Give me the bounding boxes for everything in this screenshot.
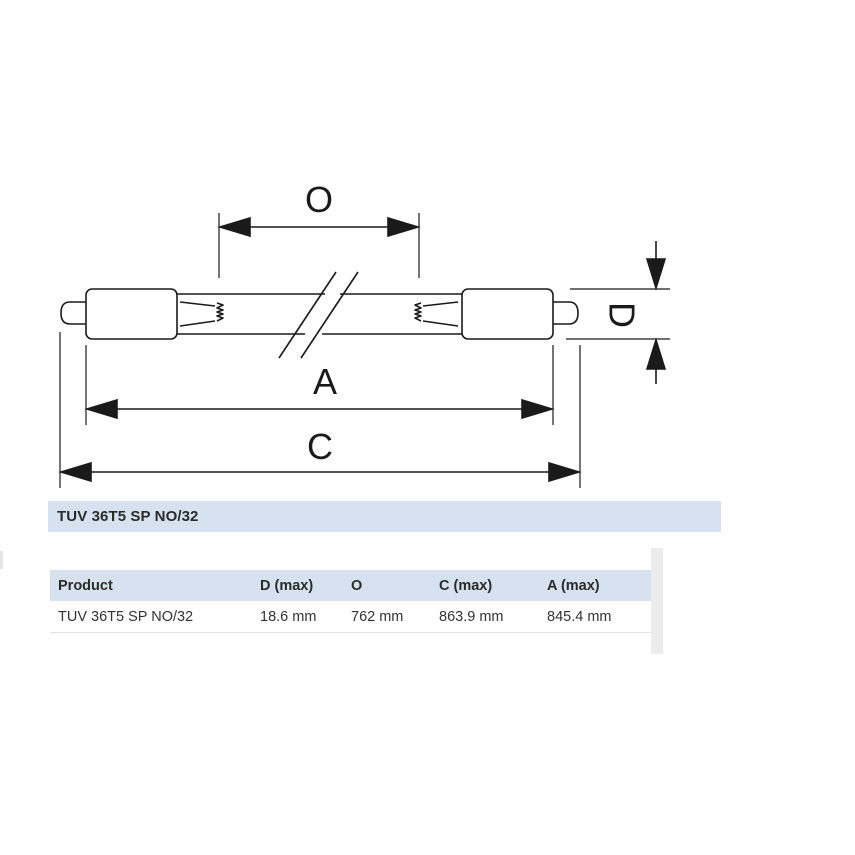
cell-d-max: 18.6 mm: [252, 601, 343, 633]
break-line-1: [278, 271, 337, 359]
section-title: TUV 36T5 SP NO/32: [57, 508, 199, 525]
col-header-product: Product: [58, 577, 113, 594]
break-line-2: [300, 271, 359, 359]
arrow-a-right: [521, 398, 555, 420]
arrow-a-left: [84, 398, 118, 420]
arrow-c-left: [58, 461, 92, 483]
dimensions-table: Product D (max) O C (max) A (max) TUV 36…: [50, 570, 651, 633]
left-pin: [60, 301, 86, 325]
cell-o: 762 mm: [343, 601, 431, 633]
right-end-cap: [461, 288, 554, 340]
col-header-c-max: C (max): [439, 577, 493, 594]
arrow-c-right: [548, 461, 582, 483]
table-row: TUV 36T5 SP NO/32 18.6 mm 762 mm 863.9 m…: [50, 601, 651, 633]
right-filament: [414, 302, 422, 322]
table-scrollbar[interactable]: [651, 548, 663, 654]
left-electrode: [179, 301, 216, 327]
cell-c-max: 863.9 mm: [431, 601, 539, 633]
label-a: A: [313, 361, 337, 402]
right-pin: [553, 301, 579, 325]
edge-mark: [0, 551, 3, 569]
col-header-o: O: [351, 577, 363, 594]
section-title-bar: TUV 36T5 SP NO/32: [48, 501, 721, 532]
arrow-o-left: [217, 216, 251, 238]
arrow-d-top: [645, 258, 667, 291]
cell-product: TUV 36T5 SP NO/32: [50, 601, 252, 633]
tube-right: [322, 293, 462, 335]
cell-a-max: 845.4 mm: [539, 601, 651, 633]
col-header-a-max: A (max): [547, 577, 600, 594]
label-d: D: [602, 302, 643, 328]
lamp-dimension-diagram: O A C D: [58, 179, 670, 488]
left-filament: [216, 302, 224, 322]
col-header-d-max: D (max): [260, 577, 314, 594]
table-header-row: Product D (max) O C (max) A (max): [50, 570, 651, 601]
label-o: O: [305, 179, 333, 220]
left-end-cap: [85, 288, 178, 340]
arrow-o-right: [387, 216, 421, 238]
tube-left: [177, 293, 325, 335]
label-c: C: [307, 426, 333, 467]
arrow-d-bottom: [645, 337, 667, 370]
right-electrode: [422, 301, 459, 327]
